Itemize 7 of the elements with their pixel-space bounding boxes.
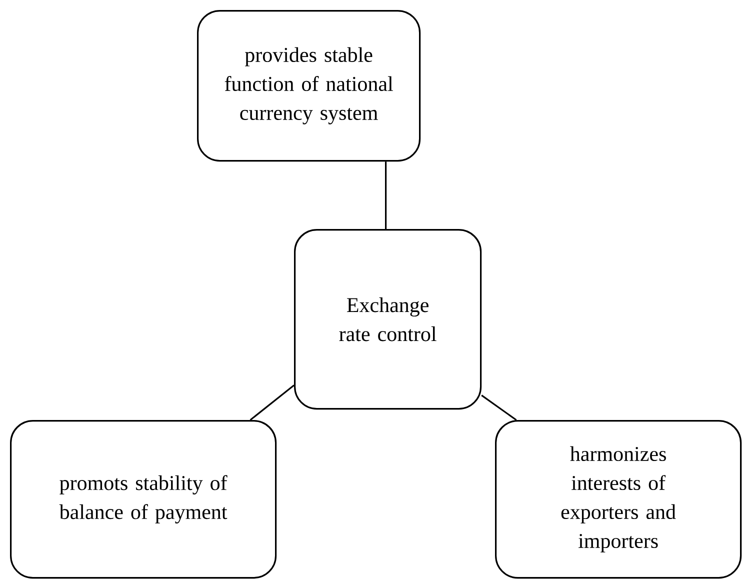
connector-line [481, 394, 517, 421]
connector-line [385, 162, 387, 229]
rounded-box: harmonizes interests of exporters and importers [495, 420, 742, 579]
connector-line [250, 384, 294, 421]
rounded-box: Exchange rate control [294, 229, 482, 410]
rounded-box: provides stable function of national currency system [197, 10, 421, 162]
rounded-box: promots stability of balance of payment [10, 420, 277, 579]
